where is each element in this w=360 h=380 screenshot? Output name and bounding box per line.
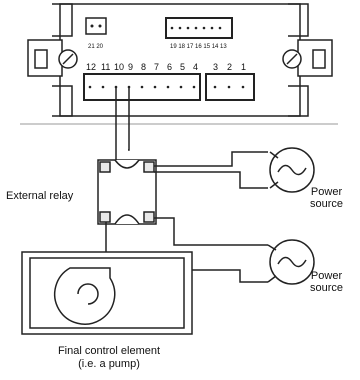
mount-ear-right <box>312 49 326 69</box>
power-source-1-label: Power source <box>310 186 344 210</box>
terminal-label-4: 4 <box>193 62 199 72</box>
terminal-label-6: 6 <box>167 62 173 72</box>
terminal-label-10: 10 <box>114 62 125 72</box>
connector-21-20-label: 21 20 <box>88 44 104 50</box>
terminal-block-12-4 <box>83 73 201 101</box>
terminal-label-2: 2 <box>227 62 233 72</box>
external-relay-label: External relay <box>6 190 74 202</box>
connector-19-13 <box>165 17 233 39</box>
terminal-block-3-1 <box>205 73 255 101</box>
housing-bottom-bump-left <box>52 85 73 117</box>
housing-bottom-bump-right <box>288 85 309 117</box>
wire-relay-ps2 <box>154 217 268 246</box>
terminal-label-3: 3 <box>213 62 219 72</box>
wire-relay-ps1-top <box>154 151 268 167</box>
terminal-label-7: 7 <box>154 62 160 72</box>
wire-relay-ps1-bottom <box>154 171 268 189</box>
terminal-label-5: 5 <box>180 62 186 72</box>
terminal-label-8: 8 <box>141 62 147 72</box>
mount-ear-left <box>34 49 48 69</box>
final-control-element-note: (i.e. a pump) <box>78 358 140 370</box>
terminal-label-11: 11 <box>101 62 111 72</box>
pump-volute <box>53 267 116 325</box>
power-source-2-label: Power source <box>310 270 344 294</box>
terminal-label-9: 9 <box>128 62 134 72</box>
housing-top-bump-left <box>52 3 73 37</box>
mount-rail-left <box>27 39 63 77</box>
connector-21-20 <box>85 17 107 35</box>
wire-terminal-9 <box>128 87 130 151</box>
final-control-element-label: Final control element <box>57 345 161 357</box>
mount-rail-right <box>297 39 333 77</box>
housing-top-bump-right <box>288 3 309 37</box>
wire-ps2-pump <box>192 269 268 283</box>
terminal-label-12: 12 <box>86 62 97 72</box>
connector-19-13-label: 19 18 17 16 15 14 13 <box>170 44 227 50</box>
terminal-label-1: 1 <box>241 62 247 72</box>
